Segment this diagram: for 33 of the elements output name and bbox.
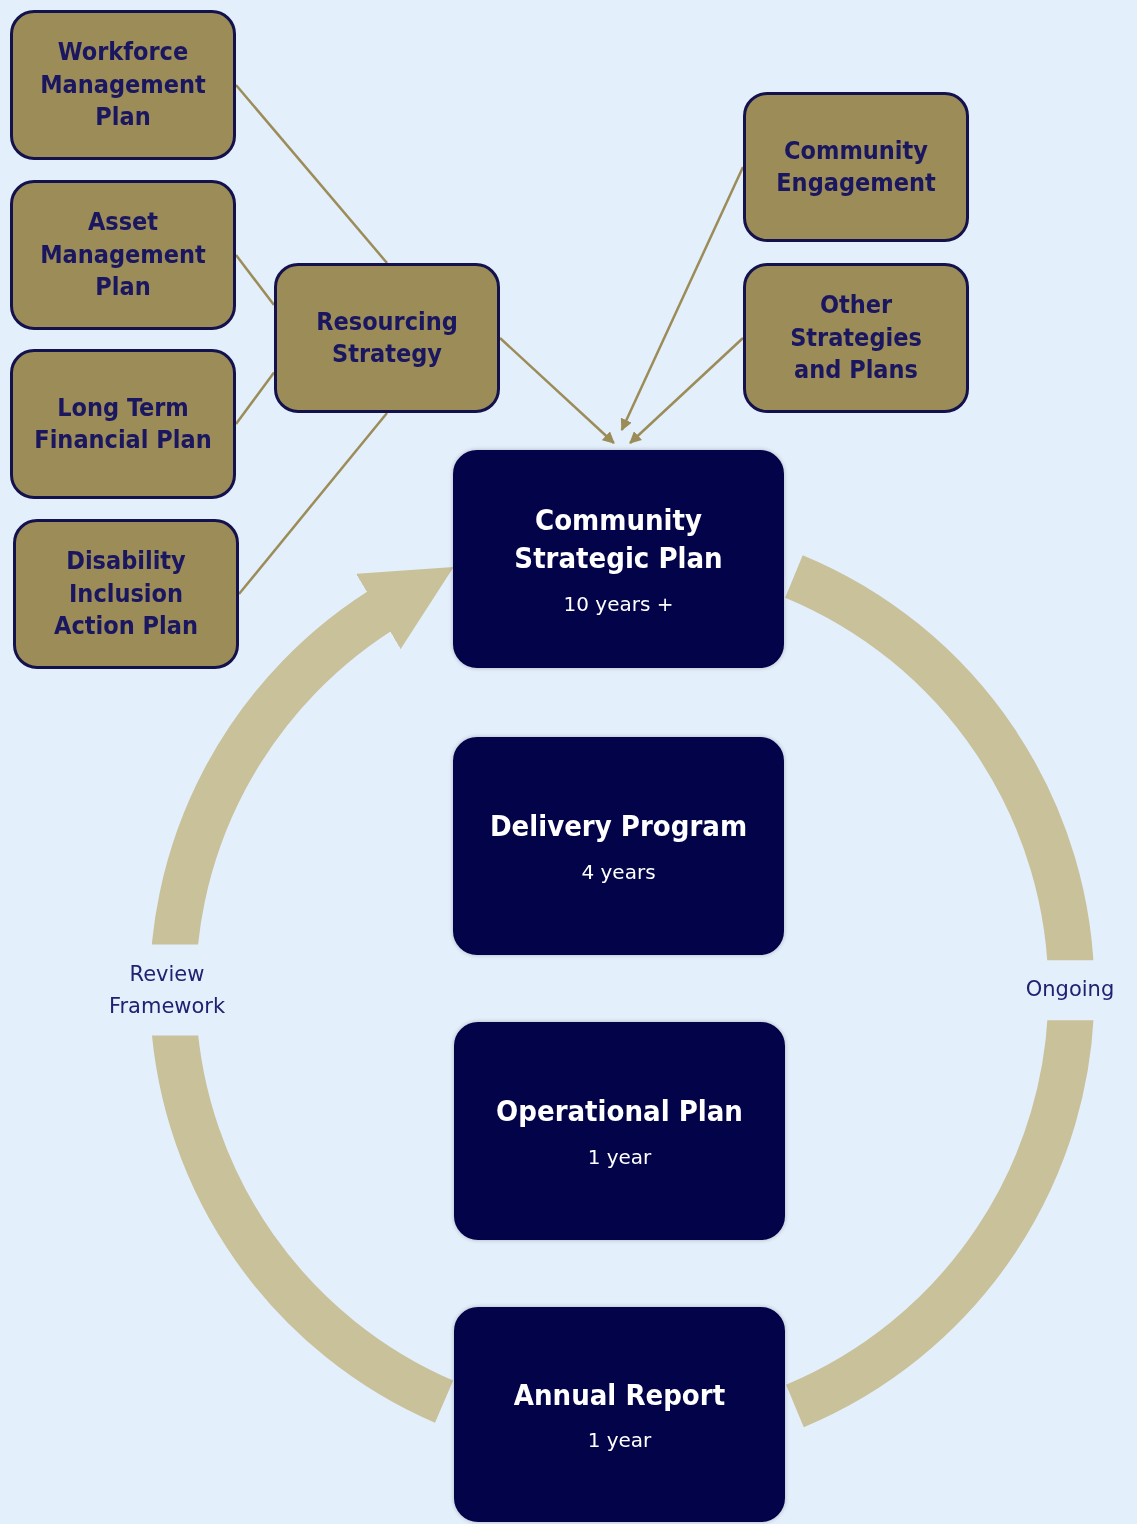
box-title: Workforce Management Plan	[39, 36, 207, 134]
plan-box	[453, 450, 784, 668]
document-box	[274, 263, 500, 413]
document-box	[13, 519, 239, 669]
duration-text: 10 years +	[563, 591, 674, 616]
box-title: Community Engagement	[775, 134, 937, 199]
connector-line	[238, 412, 388, 595]
duration-text: 4 years	[581, 859, 656, 884]
document-box	[10, 10, 236, 160]
box-title: Asset Management Plan	[39, 206, 207, 304]
box-title: Community Strategic Plan	[513, 502, 724, 577]
connector-line	[235, 254, 275, 306]
arrow	[499, 337, 615, 444]
duration-text: 1 year	[587, 1428, 652, 1453]
box-title: Resourcing Strategy	[315, 305, 459, 370]
box-title: Disability Inclusion Action Plan	[53, 545, 199, 643]
document-box	[743, 263, 969, 413]
box-title: Other Strategies and Plans	[789, 289, 923, 387]
arrow	[620, 166, 745, 432]
document-box	[10, 349, 236, 499]
plan-box	[454, 1307, 785, 1522]
connector-line	[235, 371, 275, 425]
box-title: Delivery Program	[489, 808, 748, 846]
box-title: Operational Plan	[496, 1093, 743, 1131]
box-title: Long Term Financial Plan	[33, 391, 213, 456]
duration-text: 1 year	[587, 1144, 652, 1169]
box-title: Annual Report	[513, 1376, 726, 1414]
connector-line	[235, 84, 388, 264]
plan-box	[453, 737, 784, 955]
arrow	[629, 337, 744, 444]
document-box	[743, 92, 969, 242]
document-box	[10, 180, 236, 330]
plan-box	[454, 1022, 785, 1240]
